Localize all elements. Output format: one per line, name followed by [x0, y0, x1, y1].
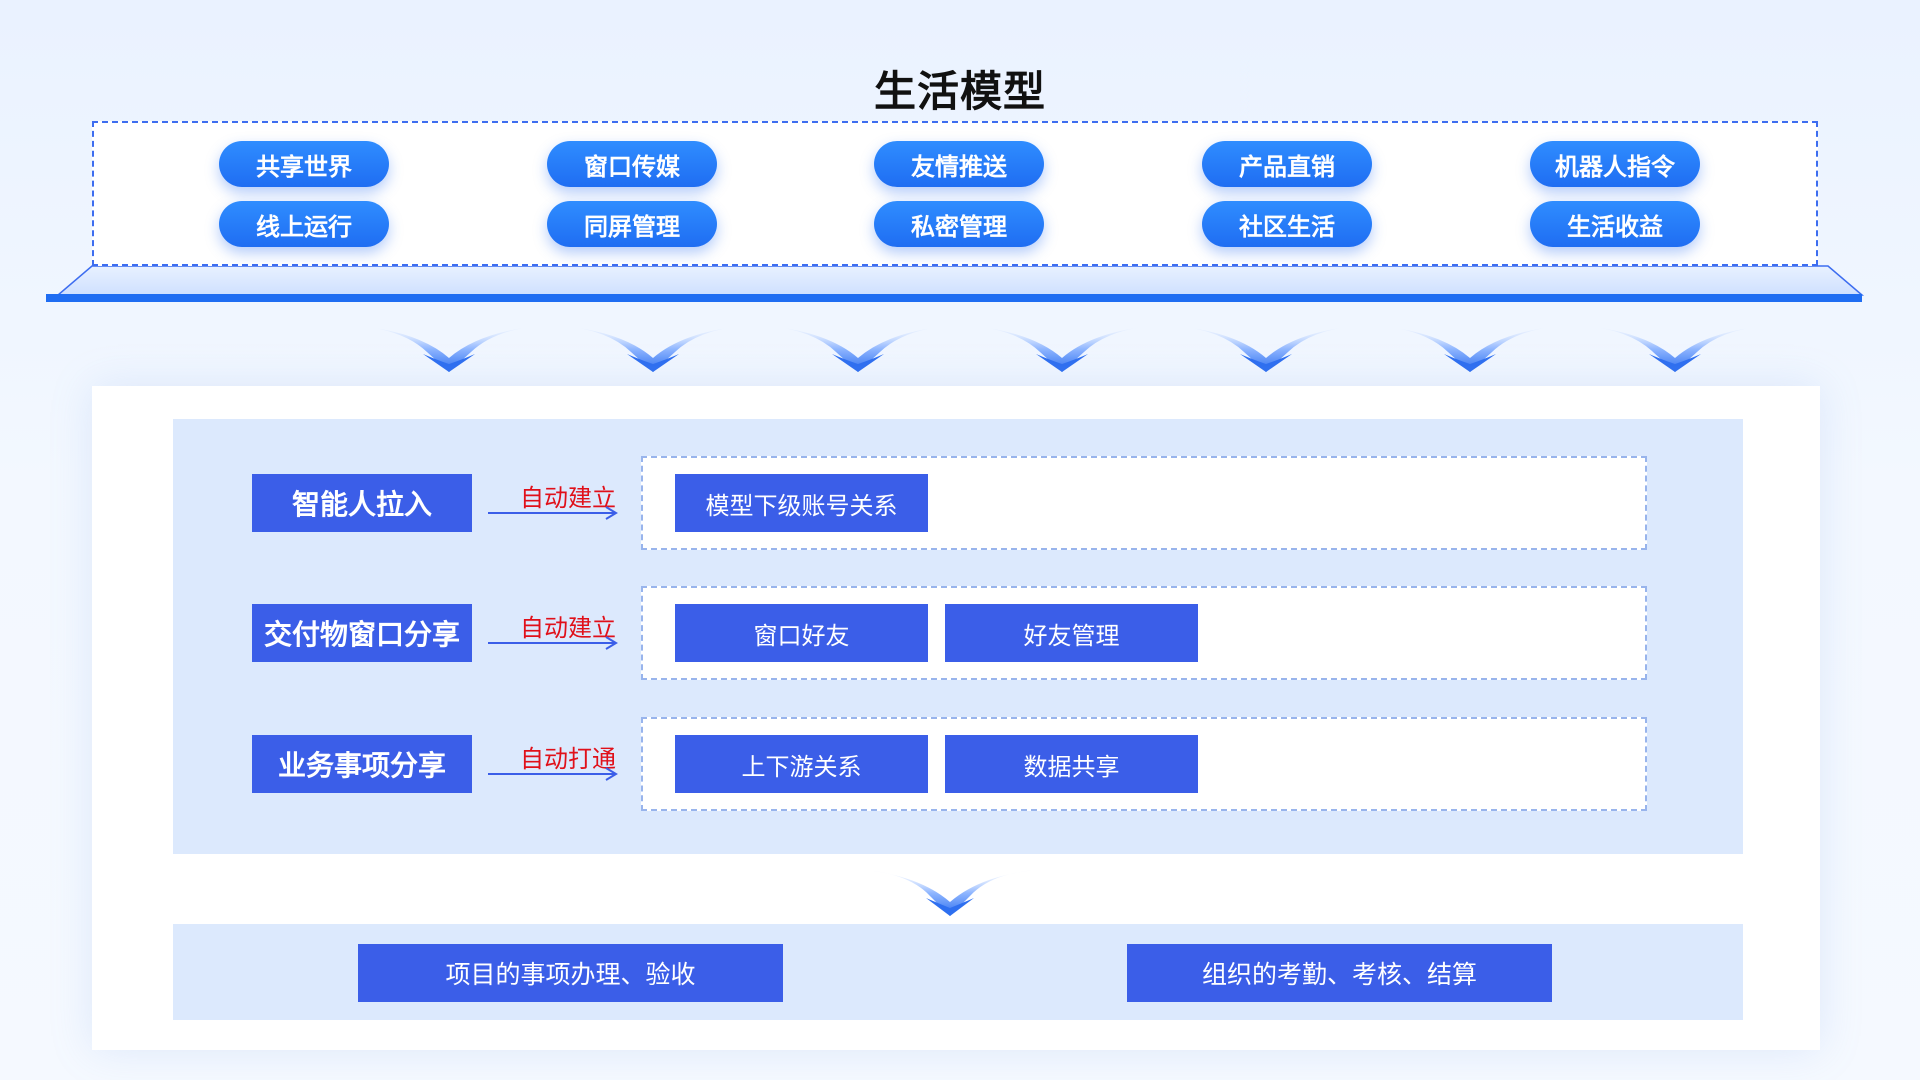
flow-arrow — [972, 326, 1152, 372]
right-arrow-icon — [488, 636, 618, 650]
flow-arrow — [563, 326, 743, 372]
page-title: 生活模型 — [873, 67, 1046, 116]
right-arrow-icon — [488, 767, 618, 781]
top-platform-decoration — [46, 265, 1865, 302]
feature-pill: 线上运行 — [219, 201, 389, 247]
flow-arrow — [1585, 326, 1765, 372]
feature-pill: 共享世界 — [219, 141, 389, 187]
flow-arrow-tip — [1036, 354, 1088, 372]
tag-friend-management: 好友管理 — [945, 604, 1198, 662]
right-arrow-icon — [488, 506, 618, 520]
tag-sub-account: 模型下级账号关系 — [675, 474, 928, 532]
flow-arrow-tip — [1649, 354, 1701, 372]
feature-pill: 产品直销 — [1202, 141, 1372, 187]
tag-supply-chain: 上下游关系 — [675, 735, 928, 793]
tag-window-friend: 窗口好友 — [675, 604, 928, 662]
flow-arrow — [768, 326, 948, 372]
down-arrow-icon — [865, 870, 1035, 916]
flow-arrow — [1380, 326, 1560, 372]
row-label-business-share: 业务事项分享 — [252, 735, 472, 793]
row-arrow-label: 自动建立 — [520, 614, 616, 642]
flow-arrow-tip — [832, 354, 884, 372]
feature-pill: 窗口传媒 — [547, 141, 717, 187]
flow-arrow — [1176, 326, 1356, 372]
feature-pill: 社区生活 — [1202, 201, 1372, 247]
flow-arrow — [359, 326, 539, 372]
row-arrow-label: 自动建立 — [520, 484, 616, 512]
row-arrow-label: 自动打通 — [520, 745, 616, 773]
flow-arrow-tip — [627, 354, 679, 372]
bottom-item-organization: 组织的考勤、考核、结算 — [1127, 944, 1552, 1002]
feature-pill: 同屏管理 — [547, 201, 717, 247]
tag-data-share: 数据共享 — [945, 735, 1198, 793]
flow-arrow-tip — [1240, 354, 1292, 372]
row-label-ai-pull: 智能人拉入 — [252, 474, 472, 532]
feature-pill: 生活收益 — [1530, 201, 1700, 247]
flow-arrows — [359, 326, 1765, 372]
feature-pill: 私密管理 — [874, 201, 1044, 247]
row-content-box — [641, 456, 1647, 550]
flow-arrow-tip — [423, 354, 475, 372]
bottom-item-project: 项目的事项办理、验收 — [358, 944, 783, 1002]
flow-arrow-tip — [1444, 354, 1496, 372]
feature-pill: 友情推送 — [874, 141, 1044, 187]
row-label-deliverable-share: 交付物窗口分享 — [252, 604, 472, 662]
feature-pill: 机器人指令 — [1530, 141, 1700, 187]
